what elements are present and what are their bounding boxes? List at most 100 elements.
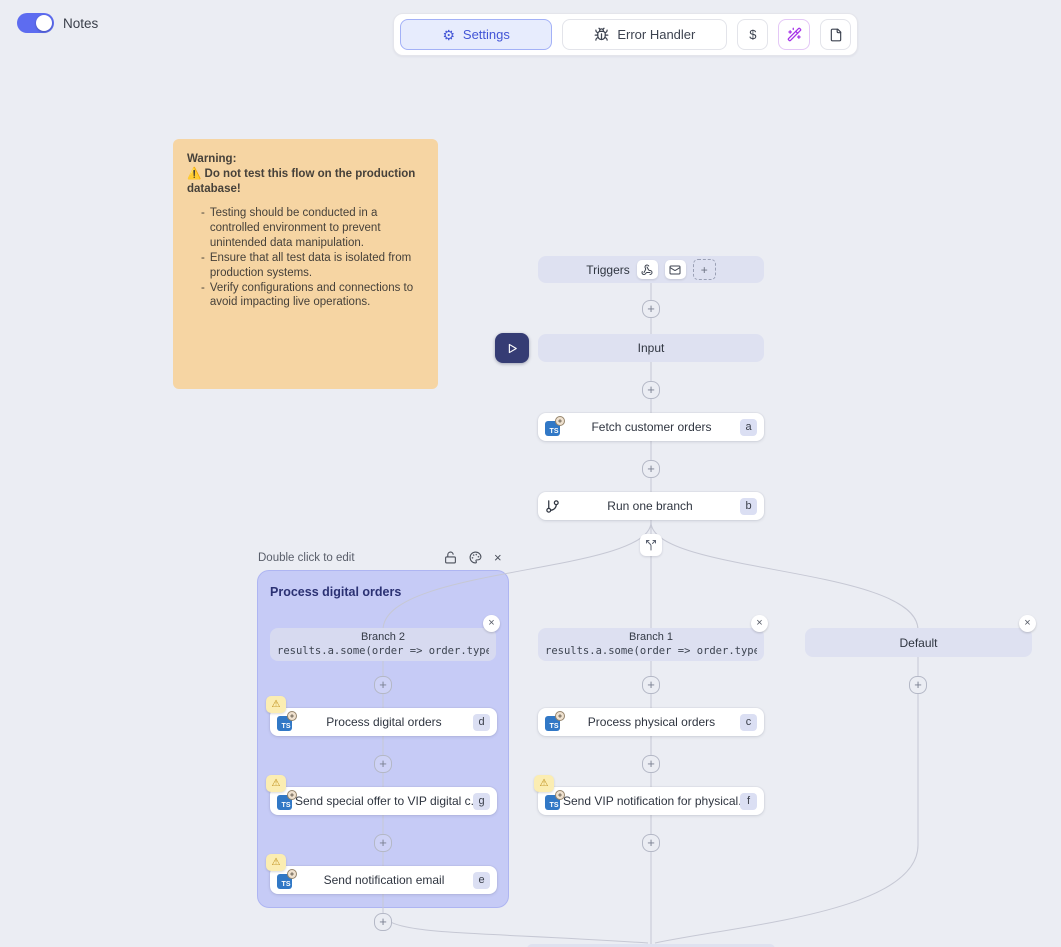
play-icon [505,341,520,356]
bullet-dash: - [201,206,205,219]
add-node-button[interactable]: + [374,913,392,931]
branch-title: Branch 1 [628,631,674,644]
dollar-icon: $ [749,27,757,42]
add-trigger-button[interactable]: + [692,259,716,280]
bug-icon [594,27,609,42]
group-edit-hint: Double click to edit [258,552,355,564]
task-node-process-digital-orders[interactable]: TS Process digital orders d [270,708,497,736]
git-branch-icon [545,499,560,514]
add-node-button[interactable]: + [909,676,927,694]
note-title: Warning: [187,153,237,165]
task-label: Process physical orders [587,715,716,729]
triggers-label: Triggers [586,262,630,277]
note-bullet: - Testing should be conducted in a contr… [201,206,381,249]
group-close-icon[interactable]: × [494,550,502,565]
branch-title: Branch 2 [360,631,406,644]
task-key-badge: g [473,792,490,810]
add-node-button[interactable]: + [374,755,392,773]
input-node-label: Input [637,341,665,355]
group-title: Process digital orders [270,585,402,599]
notes-toggle[interactable] [17,13,54,33]
add-node-button[interactable]: + [642,300,660,318]
add-node-button[interactable]: + [642,676,660,694]
branch-condition: results.a.some(order => order.type [545,644,757,657]
task-key-badge: b [740,497,757,515]
toggle-knob [36,15,52,31]
unlock-icon[interactable] [444,551,457,564]
warning-triangle-icon: ⚠ [266,775,286,792]
task-key-badge: c [740,713,757,731]
add-node-button[interactable]: + [642,755,660,773]
triggers-node[interactable]: Triggers + [538,256,764,283]
branch-node-branch-2[interactable]: Branch 2 results.a.some(order => order.t… [270,628,496,661]
warning-triangle-icon: ⚠ [534,775,554,792]
gear-icon: ⚙ [442,26,455,43]
add-node-button[interactable]: + [374,676,392,694]
add-node-button[interactable]: + [642,834,660,852]
task-key-badge: e [473,871,490,889]
task-node-send-vip-notification[interactable]: TS Send VIP notification for physical...… [538,787,764,815]
palette-icon[interactable] [469,551,482,564]
remove-branch-button[interactable]: × [751,615,768,632]
document-icon [829,28,843,42]
run-flow-button[interactable] [495,333,529,363]
note-bullet: - Verify configurations and connections … [201,281,414,309]
branch-node-default[interactable]: Default [805,628,1032,657]
task-label: Fetch customer orders [591,420,712,434]
task-label: Send special offer to VIP digital c... [295,794,473,808]
task-key-badge: d [473,713,490,731]
magic-wand-icon [787,27,802,42]
note-warning-line: ⚠️ Do not test this flow on the producti… [187,167,416,195]
bullet-dash: - [201,281,205,294]
task-label: Send notification email [323,873,445,887]
add-node-button[interactable]: + [642,460,660,478]
task-node-send-special-offer[interactable]: TS Send special offer to VIP digital c..… [270,787,497,815]
magic-wand-button[interactable] [778,19,811,50]
typescript-icon: TS [277,710,297,731]
branch-condition: results.a.some(order => order.type [277,644,489,657]
task-status-badge-icon [555,415,565,426]
group-process-digital-orders[interactable] [257,570,509,908]
task-status-badge-icon [555,710,565,721]
settings-button[interactable]: ⚙ Settings [400,19,553,50]
branch-node-branch-1[interactable]: Branch 1 results.a.some(order => order.t… [538,628,764,661]
task-node-run-one-branch[interactable]: Run one branch b [538,492,764,520]
email-trigger-icon[interactable] [664,260,686,279]
branch-split-icon [640,534,662,556]
dollar-button[interactable]: $ [737,19,769,50]
top-toolbar: ⚙ Settings Error Handler $ [393,13,858,56]
task-status-badge-icon [287,710,297,721]
bullet-dash: - [201,251,205,264]
add-node-button[interactable]: + [374,834,392,852]
settings-button-label: Settings [462,27,510,42]
typescript-icon: TS [545,710,565,731]
typescript-icon: TS [277,868,297,889]
add-node-button[interactable]: + [642,381,660,399]
input-node[interactable]: Input [538,334,764,362]
webhook-trigger-icon[interactable] [636,260,658,279]
task-node-fetch-customer-orders[interactable]: TS Fetch customer orders a [538,413,764,441]
typescript-icon: TS [545,789,565,810]
note-bullet: - Ensure that all test data is isolated … [201,251,412,279]
document-button[interactable] [820,19,851,50]
task-status-badge-icon [555,789,565,800]
warning-triangle-icon: ⚠ [266,696,286,713]
typescript-icon: TS [277,789,297,810]
task-key-badge: a [740,418,757,436]
typescript-icon: TS [545,415,565,436]
task-status-badge-icon [287,868,297,879]
error-handler-button-label: Error Handler [617,27,696,42]
remove-branch-button[interactable]: × [483,615,500,632]
task-label: Send VIP notification for physical... [563,794,740,808]
error-handler-button[interactable]: Error Handler [562,19,728,50]
task-label: Process digital orders [326,715,442,729]
remove-branch-button[interactable]: × [1019,615,1036,632]
task-node-send-notification-email[interactable]: TS Send notification email e [270,866,497,894]
sticky-note[interactable]: Warning: ⚠️ Do not test this flow on the… [173,139,438,389]
task-key-badge: f [740,792,757,810]
warning-triangle-icon: ⚠ [266,854,286,871]
task-node-process-physical-orders[interactable]: TS Process physical orders c [538,708,764,736]
task-label: Run one branch [607,499,693,513]
